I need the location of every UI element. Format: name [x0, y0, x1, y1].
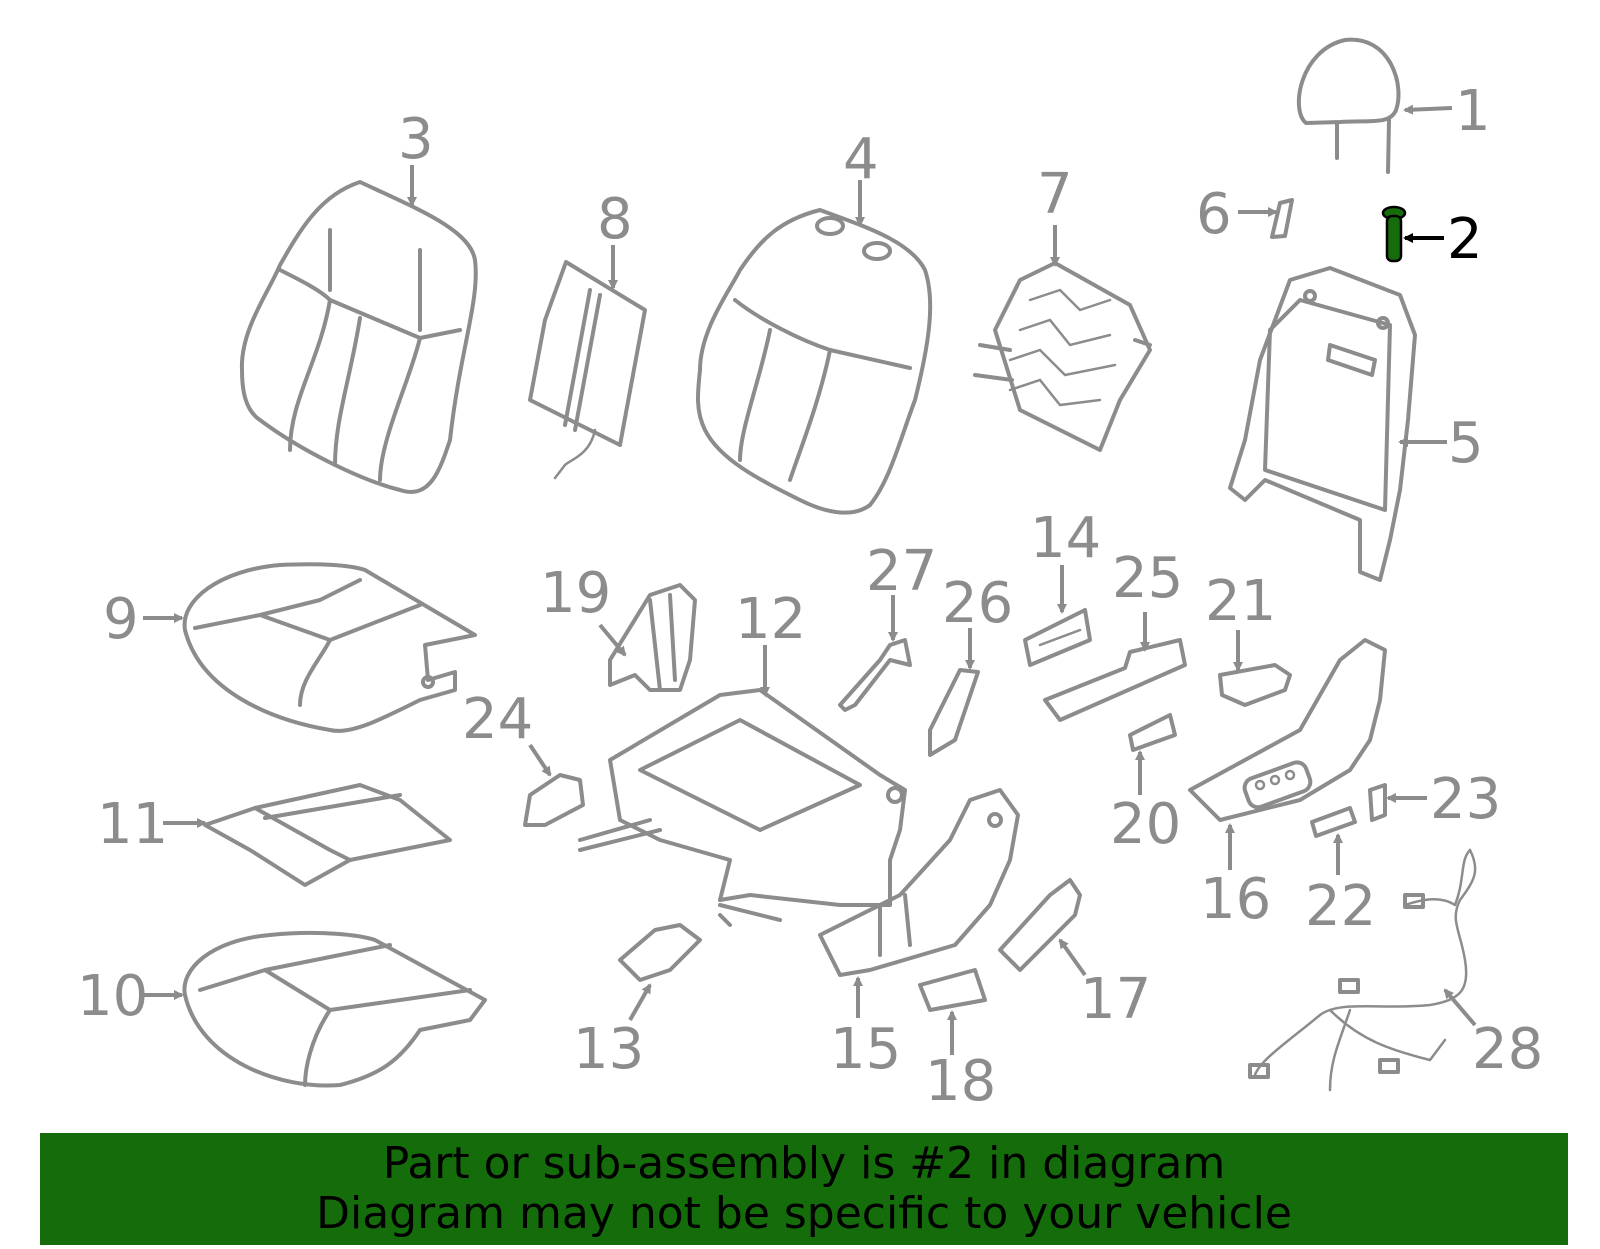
callout-6: 6: [1196, 182, 1232, 247]
part-11-pad: [203, 783, 452, 887]
callout-3: 3: [398, 107, 434, 172]
banner-line-2: Diagram may not be specific to your vehi…: [316, 1188, 1292, 1239]
callout-9: 9: [103, 587, 139, 652]
part-12-seat-frame: [578, 688, 907, 927]
callout-13: 13: [573, 1017, 644, 1082]
callout-19: 19: [540, 561, 611, 626]
callout-8: 8: [597, 187, 633, 252]
info-banner: Part or sub-assembly is #2 in diagram Di…: [40, 1133, 1568, 1245]
part-2-bolt: [1381, 205, 1407, 263]
part-18-cover: [918, 968, 987, 1012]
callout-labels: 1 2 3 4 5 6 7 8 9 10 11 12 13 14 15 16 1…: [77, 79, 1543, 1114]
part-1-headrest: [1297, 37, 1401, 174]
part-22-clip: [1310, 806, 1357, 838]
part-23-clip: [1368, 783, 1387, 822]
callout-21: 21: [1205, 569, 1276, 634]
callout-15: 15: [830, 1017, 901, 1082]
part-27-bracket: [838, 638, 912, 712]
part-17-cover: [998, 878, 1082, 972]
callout-14: 14: [1030, 506, 1101, 571]
callout-12: 12: [735, 587, 806, 652]
part-25-rail-cover: [1043, 638, 1187, 722]
part-19-trim: [608, 583, 697, 692]
callout-26: 26: [942, 571, 1013, 636]
callout-18: 18: [925, 1049, 996, 1114]
part-6-clip: [1270, 198, 1294, 239]
part-20-clip: [1128, 713, 1177, 752]
callout-24: 24: [462, 687, 533, 752]
callout-arrows: [143, 104, 1477, 1055]
part-26-trim: [928, 668, 980, 757]
callout-22: 22: [1305, 874, 1376, 939]
callout-25: 25: [1112, 546, 1183, 611]
part-8-back-panel: [528, 260, 647, 480]
part-21-clip: [1218, 663, 1292, 707]
callout-11: 11: [97, 792, 168, 857]
part-4-back-pad: [696, 208, 933, 515]
banner-line-1: Part or sub-assembly is #2 in diagram: [382, 1138, 1226, 1189]
part-14-bracket: [1023, 608, 1092, 667]
callout-20: 20: [1110, 792, 1181, 857]
callout-23: 23: [1430, 767, 1501, 832]
callout-27: 27: [866, 539, 937, 604]
part-10-cushion-pad: [182, 930, 487, 1088]
callout-17: 17: [1080, 967, 1151, 1032]
callout-28: 28: [1472, 1017, 1543, 1082]
callout-16: 16: [1200, 867, 1271, 932]
part-7-spring-mat: [973, 261, 1152, 452]
callout-2: 2: [1447, 207, 1483, 272]
part-24-bracket: [523, 773, 585, 827]
part-9-cushion-cover: [182, 562, 477, 733]
part-3-back-cover: [239, 180, 478, 494]
callout-7: 7: [1037, 162, 1073, 227]
callout-5: 5: [1448, 411, 1484, 476]
part-15-inner-shield: [818, 788, 1020, 977]
callout-1: 1: [1455, 79, 1491, 144]
part-16-outer-shield: [1188, 638, 1387, 822]
callout-10: 10: [77, 964, 148, 1029]
part-13-bracket: [618, 923, 702, 982]
part-5-back-frame: [1228, 266, 1417, 582]
callout-4: 4: [843, 127, 879, 192]
